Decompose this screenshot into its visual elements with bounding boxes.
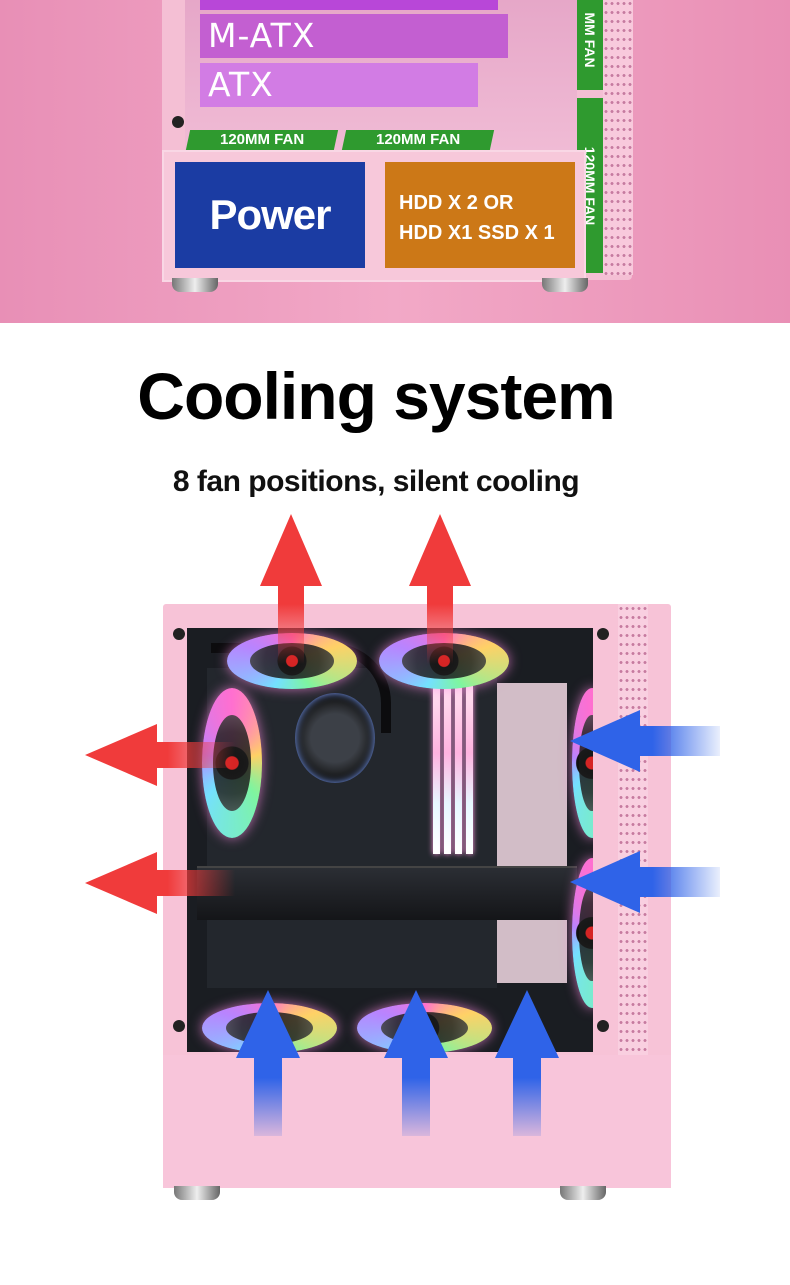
section-title: Cooling system <box>137 359 615 433</box>
screw-icon <box>173 1020 185 1032</box>
intake-arrow-bottom-3-icon <box>495 990 559 1136</box>
intake-arrow-bottom-2-icon <box>384 990 448 1136</box>
bottom-fan-label-1: 120MM FAN <box>185 130 339 150</box>
tempered-glass-window <box>187 628 593 1052</box>
section-subtitle: 8 fan positions, silent cooling <box>172 465 580 498</box>
bottom-fan-label-2: 120MM FAN <box>341 130 495 150</box>
exhaust-arrow-top-1-icon <box>260 514 322 664</box>
ram-stick-2 <box>444 686 451 854</box>
front-mesh-panel <box>603 0 633 275</box>
exhaust-arrow-rear-2-icon <box>85 852 235 914</box>
screw-icon <box>597 628 609 640</box>
case-foot-left <box>174 1186 220 1200</box>
aio-pump <box>295 693 375 783</box>
rgb-fan-front-2-icon <box>572 858 593 1008</box>
front-fan-label-top: MM FAN <box>577 0 603 90</box>
case-foot-right <box>560 1186 606 1200</box>
hdd-bay-box: HDD X 2 OR HDD X1 SSD X 1 <box>385 162 575 268</box>
hdd-line-1: HDD X 2 OR <box>399 192 514 214</box>
ram-stick-3 <box>455 686 462 854</box>
ram-stick-1 <box>433 686 440 854</box>
graphics-card <box>197 866 577 920</box>
intake-arrow-front-1-icon <box>570 710 720 772</box>
case-foot-left <box>172 278 218 292</box>
exhaust-arrow-rear-1-icon <box>85 724 235 786</box>
motherboard-size-atx: ATX <box>200 63 478 107</box>
screw-icon <box>172 116 184 128</box>
power-supply-box: Power <box>175 162 365 268</box>
screw-icon <box>597 1020 609 1032</box>
ram-stick-4 <box>466 686 473 854</box>
screw-icon <box>173 628 185 640</box>
intake-arrow-bottom-1-icon <box>236 990 300 1136</box>
motherboard-size-band-top <box>200 0 498 10</box>
drive-cage <box>497 683 567 983</box>
case-layout-banner: M-ATX ATX 120MM FAN 120MM FAN MM FAN 120… <box>0 0 790 323</box>
exhaust-arrow-top-2-icon <box>409 514 471 664</box>
case-foot-right <box>542 278 588 292</box>
intake-arrow-front-2-icon <box>570 851 720 913</box>
hdd-line-2: HDD X1 SSD X 1 <box>399 222 555 244</box>
motherboard-size-matx: M-ATX <box>200 14 508 58</box>
